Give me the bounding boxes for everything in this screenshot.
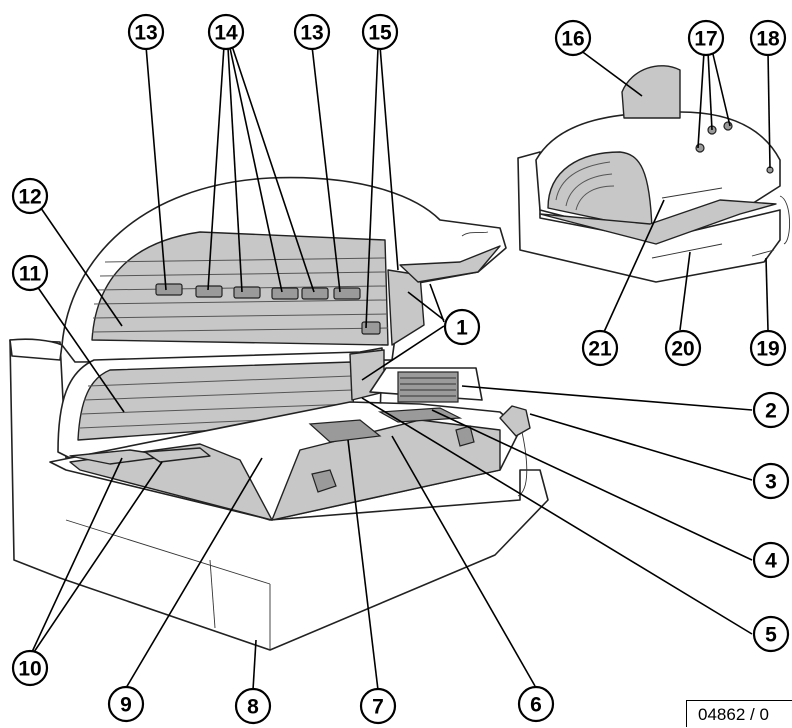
callout-18-label: 18	[756, 28, 780, 51]
canopy-front-cap	[399, 245, 501, 283]
sideview-vent-top	[661, 187, 723, 199]
callout-8: 8	[234, 687, 272, 725]
callout-20-label: 20	[671, 338, 694, 361]
callout-10-label: 10	[18, 658, 41, 681]
callout-4-label: 4	[765, 550, 777, 573]
canopy-lamp-tubes	[91, 257, 389, 333]
callout-5: 5	[752, 615, 790, 653]
callout-9: 9	[107, 685, 145, 723]
callout-6-label: 6	[530, 694, 542, 717]
callout-17: 17	[687, 19, 725, 57]
bed-right-region	[271, 419, 501, 521]
solarium-main-illustration	[9, 176, 549, 651]
sideview-vent-bottom	[651, 243, 723, 259]
handset	[499, 405, 531, 437]
callout-17-label: 17	[694, 28, 717, 51]
callout-13-left: 13	[127, 13, 165, 51]
sideview-tunnel	[547, 151, 653, 231]
sideview-cable	[779, 195, 790, 245]
callout-7-label: 7	[372, 696, 384, 719]
callout-8-label: 8	[247, 696, 259, 719]
rear-support	[9, 338, 63, 361]
callout-3-label: 3	[765, 471, 777, 494]
callout-5-label: 5	[765, 624, 777, 647]
canopy-facial-tanners	[155, 283, 361, 300]
callout-3: 3	[752, 462, 790, 500]
callout-16-label: 16	[561, 28, 584, 51]
callout-2: 2	[752, 391, 790, 429]
callout-15: 15	[361, 13, 399, 51]
solarium-side-view-illustration	[517, 65, 790, 283]
callout-6: 6	[517, 685, 555, 723]
figure-reference-code: 04862 / 0	[686, 700, 792, 727]
sideview-shoulder-unit	[621, 65, 681, 119]
control-base	[377, 407, 463, 423]
callout-21: 21	[581, 329, 619, 367]
sideview-tray	[539, 199, 777, 245]
callout-13-left-label: 13	[134, 22, 157, 45]
callout-11-label: 11	[19, 263, 42, 286]
callout-20: 20	[664, 329, 702, 367]
callout-13-right-label: 13	[300, 22, 323, 45]
callout-1: 1	[443, 308, 481, 346]
callout-12: 12	[11, 177, 49, 215]
bench-lamp-tubes	[79, 375, 355, 429]
canopy-brand-mark	[461, 231, 489, 237]
callout-11: 11	[11, 254, 49, 292]
control-display	[397, 371, 459, 403]
canopy-vent	[361, 321, 381, 335]
sideview-tunnel-lamps	[555, 161, 615, 211]
callout-19: 19	[749, 329, 787, 367]
callout-18: 18	[749, 19, 787, 57]
callout-16: 16	[554, 19, 592, 57]
bed-handle-right	[144, 447, 211, 463]
callout-21-label: 21	[588, 338, 612, 361]
bed-badge-right	[455, 425, 475, 447]
callout-14-label: 14	[214, 22, 238, 45]
callout-10: 10	[11, 649, 49, 687]
leader-lines	[29, 45, 771, 691]
bed-badge	[311, 469, 337, 493]
bed-rear-panel	[308, 419, 382, 443]
callout-7: 7	[359, 687, 397, 725]
callout-14: 14	[207, 13, 245, 51]
callout-19-label: 19	[756, 338, 779, 361]
callout-1-label: 1	[456, 317, 468, 340]
base-line	[65, 519, 271, 585]
callout-4: 4	[752, 541, 790, 579]
callout-15-label: 15	[368, 22, 392, 45]
callout-13-right: 13	[293, 13, 331, 51]
callout-12-label: 12	[18, 186, 41, 209]
sideview-vent-side	[751, 249, 775, 257]
callout-9-label: 9	[120, 694, 132, 717]
callout-2-label: 2	[765, 400, 777, 423]
